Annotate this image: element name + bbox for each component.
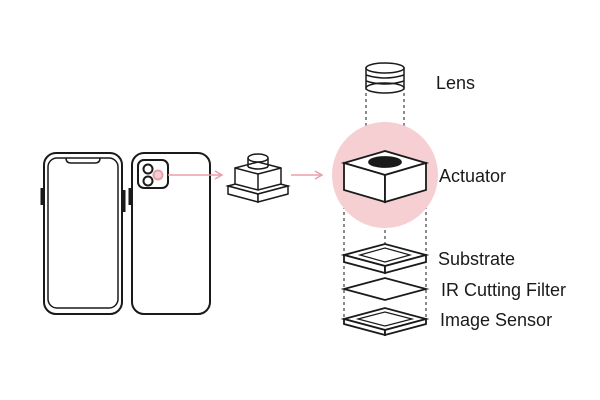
image-sensor-label: Image Sensor [440,310,553,330]
lens-label: Lens [436,73,476,93]
smartphone-front-icon [40,152,126,315]
actuator-label: Actuator [439,166,507,186]
lens-part [365,62,405,94]
arrow-module-to-exploded [291,170,324,180]
ir-filter-label: IR Cutting Filter [441,280,567,300]
image-sensor-part [340,307,430,337]
substrate-label: Substrate [438,249,516,269]
camera-module-icon [225,153,291,203]
ir-filter-part [340,277,430,301]
actuator-part [340,150,430,204]
arrow-phone-to-module [168,170,224,180]
smartphone-back-icon [128,152,211,315]
substrate-part [340,243,430,275]
